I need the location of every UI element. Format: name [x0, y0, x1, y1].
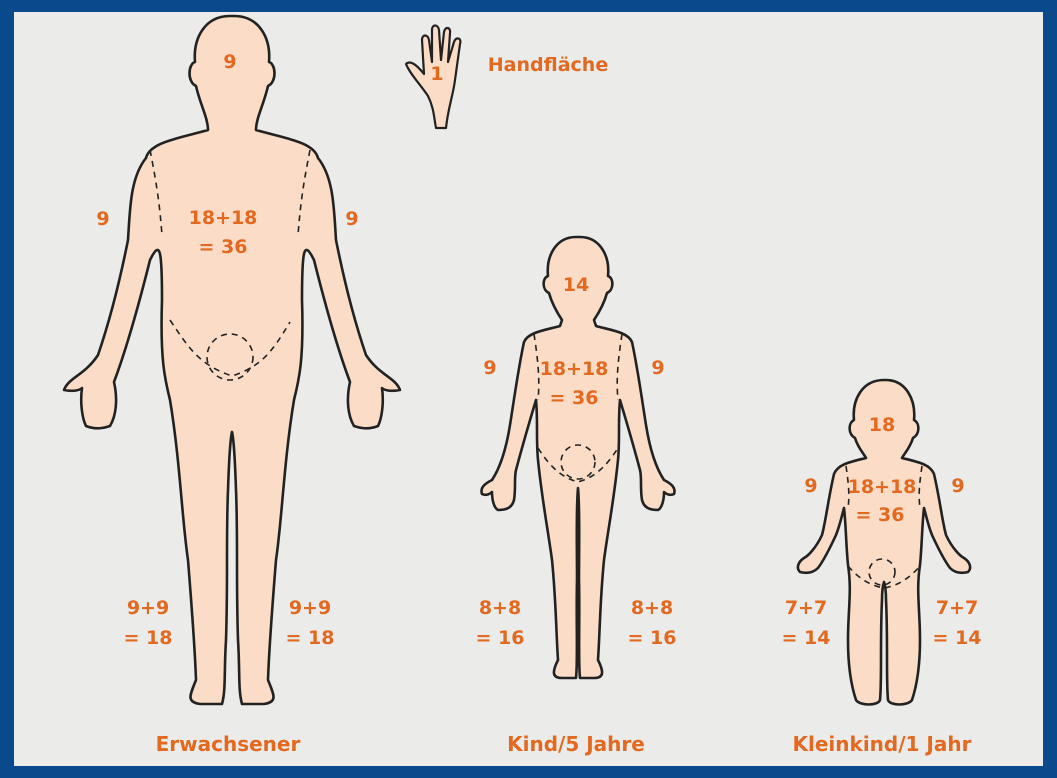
toddler-arm-left-value: 9	[804, 475, 817, 497]
toddler-leg-left-value-line1: 7+7	[785, 597, 827, 619]
palm-value: 1	[430, 63, 443, 85]
child-leg-right-value-line2: = 16	[628, 627, 677, 649]
child-leg-left-value-line2: = 16	[476, 627, 525, 649]
toddler-arm-right-value: 9	[951, 475, 964, 497]
child-trunk-value-line2: = 36	[550, 387, 599, 409]
toddler-figure: 18 9 9 18+18 = 36 7+7 = 14 7+7 = 14 Klei…	[782, 380, 982, 756]
adult-leg-right-value-line2: = 18	[286, 627, 335, 649]
toddler-leg-left-value-line2: = 14	[782, 627, 831, 649]
child-trunk-value-line1: 18+18	[540, 358, 609, 380]
toddler-head-value: 18	[869, 414, 895, 436]
adult-arm-right-value: 9	[345, 208, 358, 230]
child-arm-left-value: 9	[483, 357, 496, 379]
toddler-trunk-value-line1: 18+18	[848, 476, 917, 498]
adult-leg-right-value-line1: 9+9	[289, 597, 331, 619]
child-head-value: 14	[563, 274, 589, 296]
palm-label: Handfläche	[488, 54, 608, 76]
adult-head-value: 9	[223, 51, 236, 73]
child-figure: 14 9 9 18+18 = 36 8+8 = 16 8+8 = 16 Kind…	[476, 237, 677, 756]
adult-body-outline	[64, 16, 400, 704]
palm-reference: 1 Handfläche	[406, 26, 608, 129]
adult-trunk-value-line2: = 36	[199, 236, 248, 258]
toddler-caption: Kleinkind/1 Jahr	[793, 732, 972, 756]
adult-figure: 9 9 9 18+18 = 36 9+9 = 18 9+9 = 18 Erwac…	[64, 16, 400, 756]
toddler-trunk-value-line2: = 36	[856, 504, 905, 526]
adult-leg-left-value-line2: = 18	[124, 627, 173, 649]
adult-caption: Erwachsener	[156, 732, 301, 756]
toddler-leg-right-value-line1: 7+7	[936, 597, 978, 619]
adult-arm-left-value: 9	[96, 208, 109, 230]
child-leg-right-value-line1: 8+8	[631, 597, 673, 619]
adult-trunk-value-line1: 18+18	[189, 207, 258, 229]
child-leg-left-value-line1: 8+8	[479, 597, 521, 619]
child-caption: Kind/5 Jahre	[507, 732, 645, 756]
child-arm-right-value: 9	[651, 357, 664, 379]
adult-leg-left-value-line1: 9+9	[127, 597, 169, 619]
toddler-leg-right-value-line2: = 14	[933, 627, 982, 649]
